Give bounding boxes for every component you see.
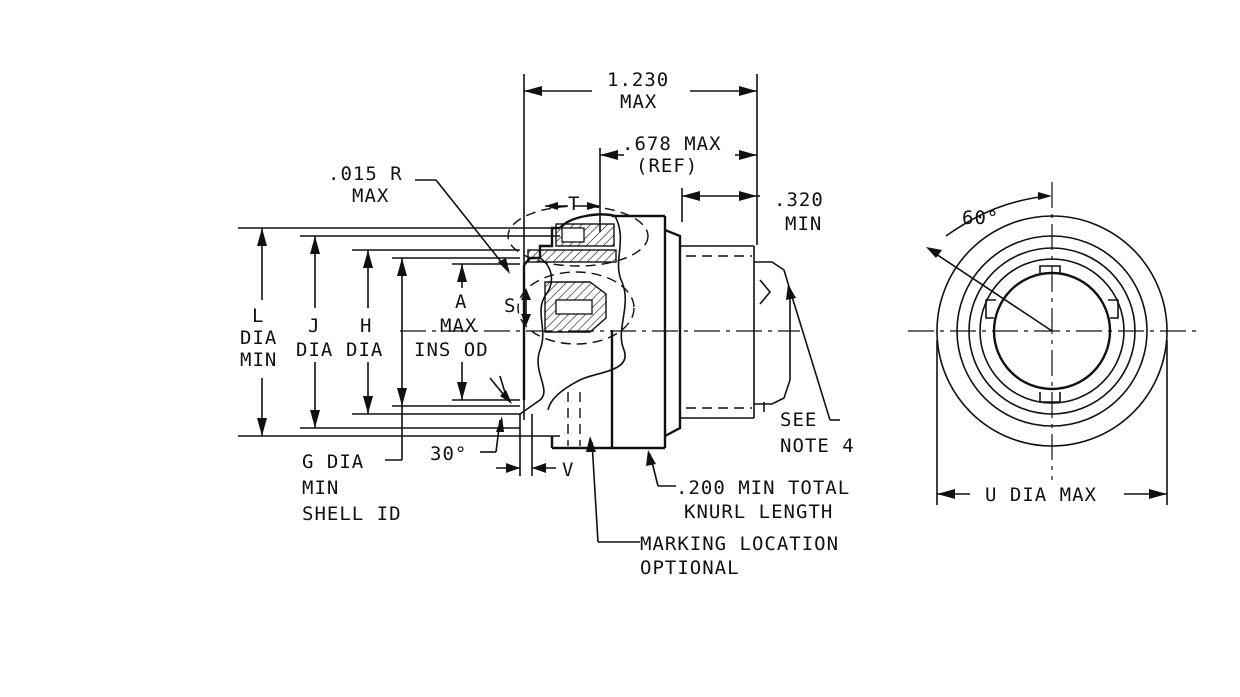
rear-length-ref-label: (REF) bbox=[636, 155, 698, 177]
l-dia-label-3: MIN bbox=[240, 349, 277, 371]
angle-60-label: 60° bbox=[962, 207, 999, 229]
l-dia-label-1: L bbox=[252, 305, 264, 327]
t-label: T bbox=[568, 193, 580, 215]
marking-label-1: MARKING LOCATION bbox=[640, 533, 839, 555]
rear-length-label: .678 MAX bbox=[622, 133, 722, 155]
s-label: S bbox=[504, 295, 516, 317]
see-note-label-1: SEE bbox=[780, 409, 817, 431]
l-dia-label-2: DIA bbox=[240, 327, 277, 349]
j-dia-label-2: DIA bbox=[296, 339, 333, 361]
g-dia-label-2: MIN bbox=[302, 477, 339, 499]
see-note-label-2: NOTE 4 bbox=[780, 435, 855, 457]
thread-length-label: .320 bbox=[774, 189, 824, 211]
knurl-label-2: KNURL LENGTH bbox=[684, 501, 833, 523]
a-label-3: INS OD bbox=[414, 339, 489, 361]
g-dia-label-1: G DIA bbox=[302, 451, 364, 473]
marking-label-2: OPTIONAL bbox=[640, 557, 740, 579]
h-dia-label-2: DIA bbox=[346, 339, 383, 361]
dimension-labels: 1.230 MAX .678 MAX (REF) .320 MIN .015 R… bbox=[240, 69, 1097, 579]
g-dia-label-3: SHELL ID bbox=[302, 503, 402, 525]
radius-label: .015 R bbox=[328, 163, 403, 185]
u-dia-label: U DIA MAX bbox=[985, 484, 1097, 506]
angle-30-label: 30° bbox=[430, 443, 467, 465]
thread-length-min-label: MIN bbox=[785, 213, 822, 235]
front-view bbox=[908, 182, 1198, 505]
v-label: V bbox=[562, 459, 574, 481]
j-dia-label-1: J bbox=[308, 315, 320, 337]
overall-length-label: 1.230 bbox=[607, 69, 669, 91]
h-dia-label-1: H bbox=[360, 315, 372, 337]
knurl-label-1: .200 MIN TOTAL bbox=[676, 477, 850, 499]
radius-max-label: MAX bbox=[352, 185, 389, 207]
a-label-1: A bbox=[455, 291, 467, 313]
a-label-2: MAX bbox=[440, 315, 477, 337]
overall-length-max-label: MAX bbox=[620, 91, 657, 113]
side-view bbox=[238, 74, 840, 543]
